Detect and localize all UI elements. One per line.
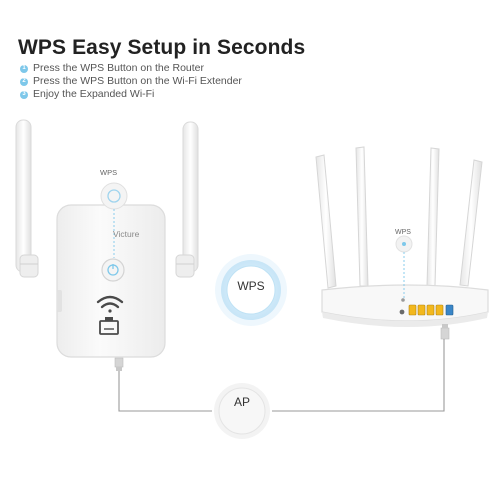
extender-wps-label: WPS [100, 168, 118, 177]
wifi-extender [56, 204, 166, 358]
step-text: Press the WPS Button on the Router [33, 62, 205, 74]
router-wps-callout [395, 235, 413, 298]
router-lan-ports [408, 304, 454, 316]
step-item: 2 Press the WPS Button on the Wi-Fi Exte… [20, 75, 242, 88]
extender-left-antenna [15, 119, 39, 278]
ethernet-icon [99, 317, 119, 335]
router-wps-button-icon[interactable] [401, 298, 405, 302]
router-wps-label: WPS [395, 229, 411, 236]
wps-signal-badge [215, 254, 287, 326]
extender-wps-button-icon[interactable] [101, 258, 125, 282]
router-antennas [315, 146, 483, 289]
wps-badge-label: WPS [237, 279, 265, 293]
extender-right-antenna [175, 121, 199, 278]
ap-connection-line [118, 339, 445, 412]
steps-list: 1 Press the WPS Button on the Router 2 P… [20, 62, 242, 101]
step-text: Press the WPS Button on the Wi-Fi Extend… [33, 75, 242, 87]
ap-badge-label: AP [233, 395, 250, 409]
ap-badge [214, 383, 270, 439]
extender-ethernet-plug [114, 357, 124, 371]
step-number-badge: 2 [20, 77, 28, 86]
wifi-router [321, 284, 489, 327]
step-number-badge: 1 [20, 64, 28, 73]
extender-wps-callout [100, 182, 128, 258]
router-ethernet-plug [440, 324, 450, 340]
extender-brand-label: Victure [113, 229, 140, 239]
wifi-icon [96, 295, 124, 313]
step-item: 3 Enjoy the Expanded Wi-Fi [20, 88, 242, 101]
step-text: Enjoy the Expanded Wi-Fi [33, 88, 155, 100]
page-title: WPS Easy Setup in Seconds [18, 36, 306, 59]
step-number-badge: 3 [20, 90, 28, 99]
step-item: 1 Press the WPS Button on the Router [20, 62, 242, 75]
